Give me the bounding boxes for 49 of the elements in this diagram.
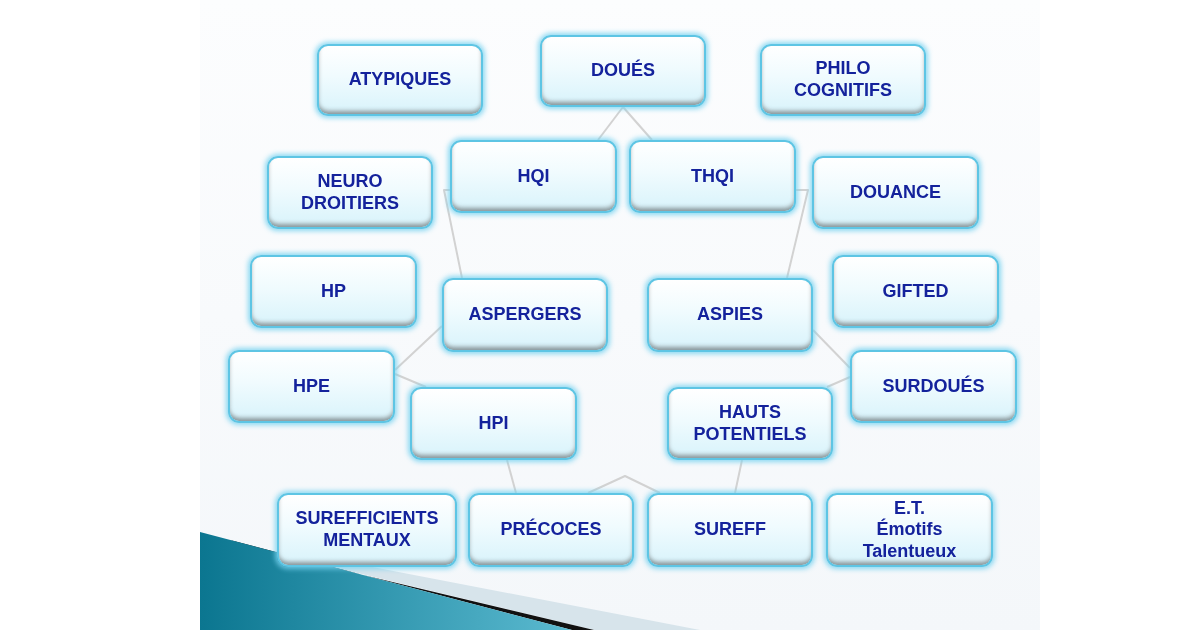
- connector-line: [734, 459, 743, 494]
- term-box: [317, 44, 483, 116]
- term-label: PRÉCOCES: [500, 519, 602, 541]
- term-label: DOUANCE: [850, 181, 941, 204]
- term-box: [277, 493, 457, 567]
- term-label: ATYPIQUES: [348, 69, 452, 91]
- term-box: [468, 493, 634, 567]
- term-box: [410, 387, 577, 460]
- term-label: THQI: [691, 165, 734, 188]
- connector-line: [394, 325, 443, 371]
- connector-line: [826, 376, 851, 388]
- connector-line: [443, 189, 463, 279]
- term-box: [228, 350, 395, 423]
- term-label: HQI: [517, 165, 550, 188]
- term-label: ASPERGERS: [468, 304, 582, 326]
- term-label: SURDOUÉS: [882, 375, 985, 398]
- term-box: [667, 387, 833, 460]
- term-box: [450, 140, 617, 213]
- connector-line: [597, 106, 624, 141]
- term-box: [629, 140, 796, 213]
- term-box: [826, 493, 993, 567]
- term-box: [267, 156, 433, 229]
- term-box: [647, 278, 813, 352]
- connector-line: [587, 475, 661, 494]
- term-label: SUREFF: [694, 519, 766, 541]
- term-box: [850, 350, 1017, 423]
- term-label: NEURO DROITIERS: [300, 170, 400, 215]
- term-label: HPE: [293, 375, 330, 398]
- term-box: [540, 35, 706, 107]
- term-label: E.T. Émotifs Talentueux: [861, 497, 958, 563]
- connector-line: [506, 459, 517, 494]
- term-box: [442, 278, 608, 352]
- term-label: ASPIES: [697, 304, 763, 326]
- connector-line: [812, 329, 851, 369]
- term-label: HAUTS POTENTIELS: [692, 401, 808, 446]
- term-box: [250, 255, 417, 328]
- term-label: GIFTED: [882, 280, 949, 303]
- term-box: [812, 156, 979, 229]
- connector-line: [786, 189, 809, 279]
- term-box: [647, 493, 813, 567]
- term-label: HPI: [478, 412, 509, 435]
- term-label: PHILO COGNITIFS: [793, 58, 893, 102]
- term-label: HP: [321, 280, 346, 303]
- term-label: DOUÉS: [591, 60, 655, 82]
- connector-line: [622, 106, 653, 141]
- term-box: [832, 255, 999, 328]
- connector-line: [394, 373, 427, 388]
- term-label: SUREFFICIENTS MENTAUX: [294, 508, 440, 552]
- term-box: [760, 44, 926, 116]
